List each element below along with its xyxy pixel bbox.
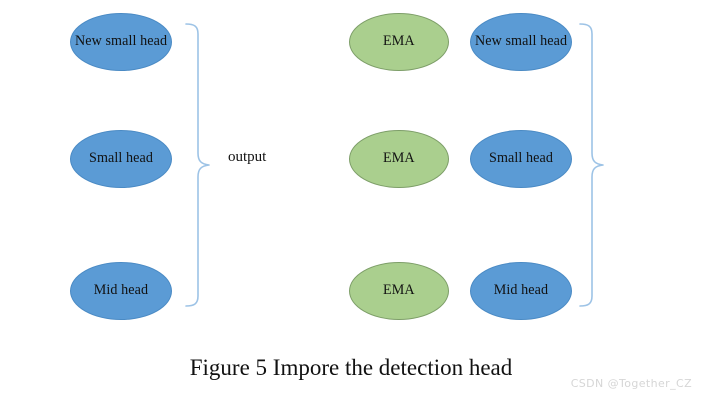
output-label: output [228, 149, 267, 165]
node-right-mid-head[interactable]: Mid head [470, 262, 572, 320]
node-label: EMA [383, 33, 415, 50]
node-label: New small head [474, 33, 568, 50]
node-label: Mid head [493, 282, 549, 299]
node-left-small-head[interactable]: Small head [70, 130, 172, 188]
node-label: EMA [383, 282, 415, 299]
node-ema-top[interactable]: EMA [349, 13, 449, 71]
left-group-brace [185, 23, 210, 307]
node-label: EMA [383, 150, 415, 167]
brace-path [579, 23, 604, 307]
figure-caption: Figure 5 Impore the detection head [189, 355, 513, 380]
right-group-brace [579, 23, 604, 307]
node-ema-bottom[interactable]: EMA [349, 262, 449, 320]
watermark: CSDN @Together_CZ [570, 377, 692, 390]
node-left-new-small-head[interactable]: New small head [70, 13, 172, 71]
node-right-small-head[interactable]: Small head [470, 130, 572, 188]
node-label: Small head [88, 150, 153, 167]
node-label: New small head [74, 33, 168, 50]
node-ema-mid[interactable]: EMA [349, 130, 449, 188]
node-right-new-small-head[interactable]: New small head [470, 13, 572, 71]
node-label: Small head [488, 150, 553, 167]
node-label: Mid head [93, 282, 149, 299]
node-left-mid-head[interactable]: Mid head [70, 262, 172, 320]
brace-path [185, 23, 210, 307]
